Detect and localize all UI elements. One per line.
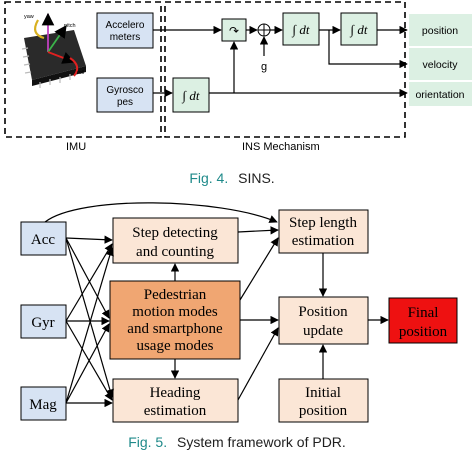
step-length-line1: Step length (289, 215, 357, 231)
ins-dashed-frame (164, 1, 406, 138)
heading-estimation-line2: estimation (144, 403, 207, 419)
gyroscopes-box (96, 77, 154, 113)
integrator-velocity (282, 12, 320, 46)
accelerometers-box (96, 12, 154, 49)
imu-frame-label: IMU (66, 141, 86, 153)
heading-estimation-box (112, 378, 239, 423)
fig5-caption-number: Fig. 5. (128, 434, 167, 450)
sensor-acc-box (20, 221, 67, 256)
step-length-line2: estimation (292, 233, 355, 249)
position-update-line1: Position (298, 304, 348, 320)
motion-modes-line4: usage modes (136, 338, 213, 354)
rotation-symbol: ↷ (229, 24, 239, 38)
integrator-orientation-label: ∫ dt (182, 88, 200, 104)
final-position-line1: Final (408, 305, 439, 321)
output-position-label: position (422, 25, 458, 37)
output-position-box (409, 14, 472, 46)
fig4-caption-text: SINS. (238, 170, 275, 186)
motion-modes-line2: motion modes (132, 304, 218, 320)
fig5-caption: Fig. 5. System framework of PDR. (128, 434, 346, 450)
motion-modes-line1: Pedestrian (144, 287, 207, 303)
sensor-gyr-label: Gyr (31, 315, 54, 331)
imu-chip-icon: yaw pitch roll (21, 12, 86, 88)
sensor-mag-box (20, 386, 67, 421)
step-detecting-line2: and counting (136, 244, 214, 260)
accelerometers-line1: Accelero (106, 20, 145, 31)
fig4-caption: Fig. 4. SINS. (189, 170, 274, 186)
output-orientation-label: orientation (415, 89, 464, 101)
pitch-label: pitch (64, 23, 76, 29)
step-detecting-box (112, 217, 239, 264)
initial-position-line2: position (299, 403, 348, 419)
ins-frame-label: INS Mechanism (242, 141, 320, 153)
gravity-label: g (261, 61, 267, 73)
gyroscopes-line1: Gyrosco (106, 85, 144, 96)
initial-position-line1: Initial (305, 385, 341, 401)
sins-connectors (153, 25, 408, 98)
step-detecting-line1: Step detecting (132, 225, 218, 241)
gyroscopes-line2: pes (117, 97, 133, 108)
sensor-acc-label: Acc (31, 232, 55, 248)
sensor-mag-label: Mag (29, 397, 57, 413)
position-update-box (278, 296, 369, 345)
integrator-velocity-label: ∫ dt (292, 22, 310, 38)
pdr-connectors (44, 202, 389, 408)
accelerometers-line2: meters (110, 32, 141, 43)
output-orientation-box (409, 82, 472, 106)
integrator-orientation (172, 77, 210, 113)
step-length-box (278, 209, 369, 254)
output-velocity-box (409, 48, 472, 80)
roll-label: roll (77, 70, 84, 76)
motion-modes-line3: and smartphone (127, 321, 223, 337)
position-update-line2: update (303, 323, 343, 339)
imu-dashed-frame (4, 1, 162, 138)
fig5-caption-text: System framework of PDR. (177, 434, 346, 450)
sins-diagram: yaw pitch roll Accelero meters Gyrosco p… (4, 1, 472, 186)
final-position-line2: position (399, 324, 448, 340)
heading-estimation-line1: Heading (150, 385, 201, 401)
final-position-box (388, 297, 458, 344)
integrator-position (340, 12, 378, 46)
sensor-gyr-box (20, 304, 67, 339)
fig4-caption-number: Fig. 4. (189, 170, 228, 186)
pdr-diagram: Acc Gyr Mag Step detecting and counting … (20, 202, 458, 450)
integrator-position-label: ∫ dt (350, 22, 368, 38)
output-velocity-label: velocity (422, 59, 458, 71)
yaw-label: yaw (24, 14, 34, 20)
